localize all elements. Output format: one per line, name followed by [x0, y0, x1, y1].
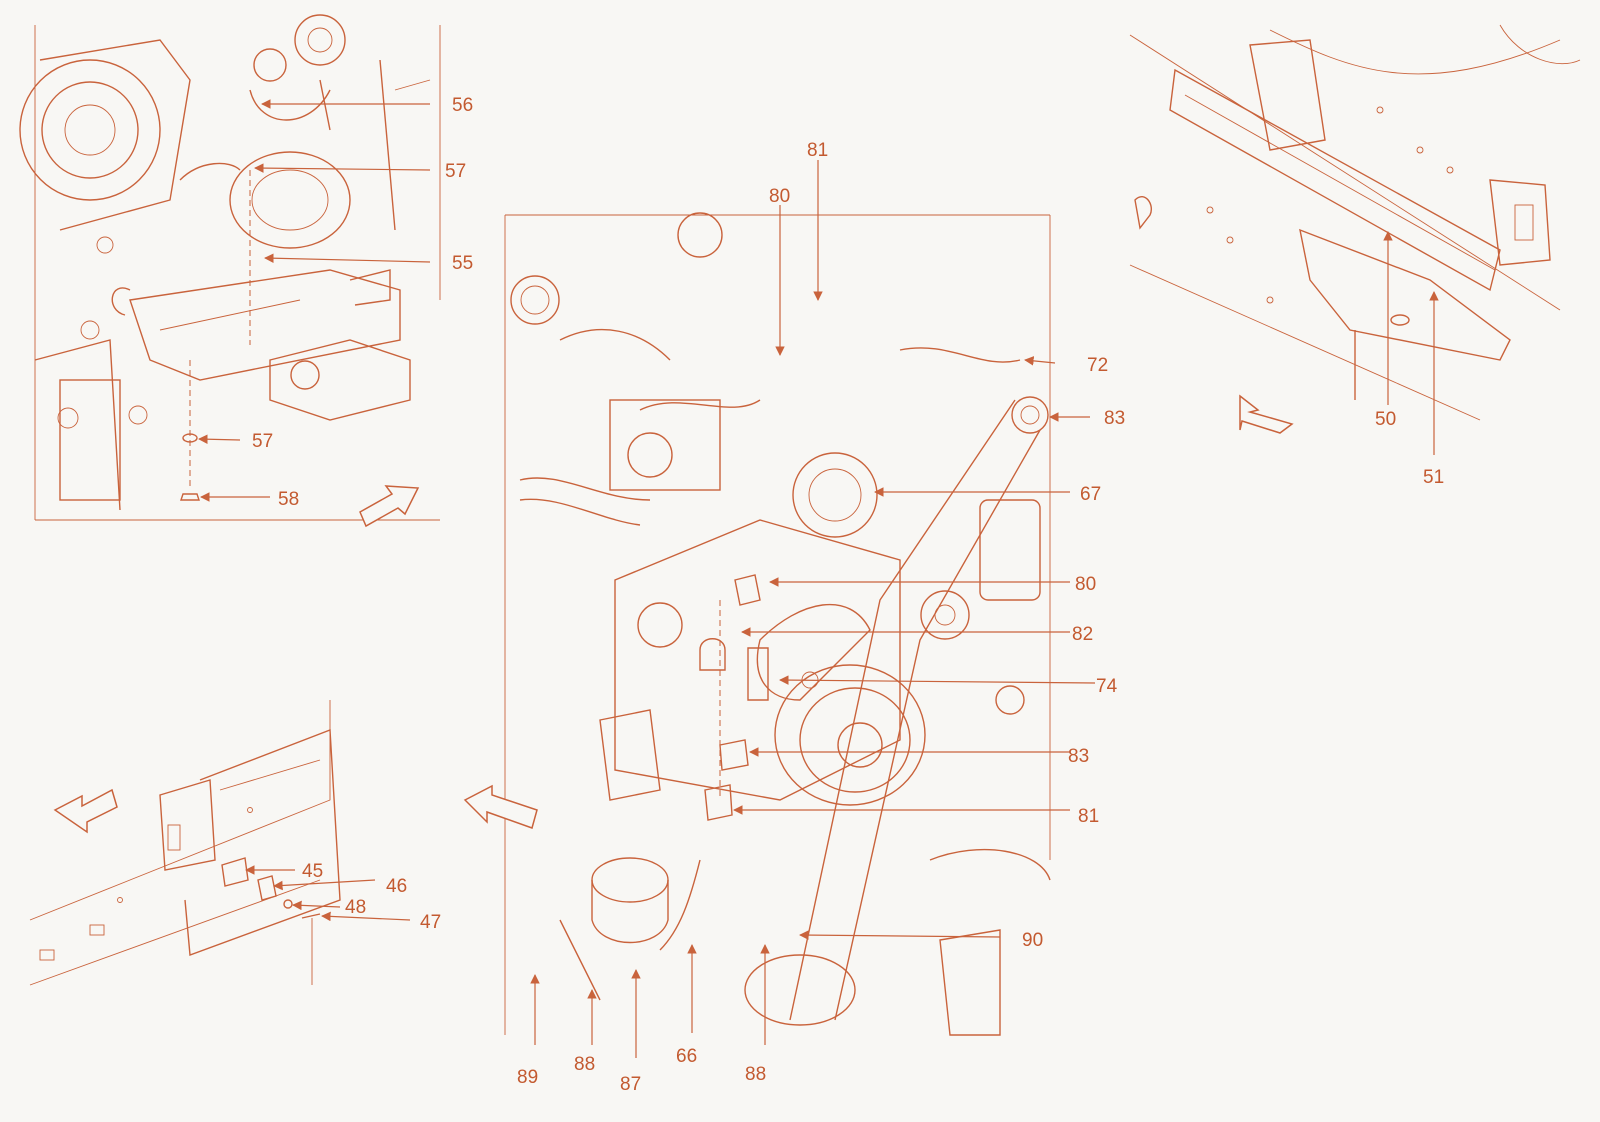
orientation-block-arrow-icon [53, 788, 118, 834]
callout-55: 55 [452, 253, 473, 274]
orientation-block-arrow-icon [359, 485, 420, 528]
callout-83-top: 83 [1104, 408, 1125, 429]
callout-57-washer: 57 [252, 431, 273, 452]
callout-82: 82 [1072, 624, 1093, 645]
callout-67: 67 [1080, 484, 1101, 505]
orientation-block-arrow-icon [1239, 394, 1294, 434]
callout-56: 56 [452, 95, 473, 116]
callout-80-top: 80 [769, 186, 790, 207]
callout-57: 57 [445, 161, 466, 182]
panel-center-engine: 81 80 72 83 67 80 82 74 83 81 90 89 88 8… [463, 140, 1125, 1095]
callout-47: 47 [420, 912, 441, 933]
callout-50: 50 [1375, 409, 1396, 430]
panel-top-left-engine: 56 57 55 57 58 [19, 14, 473, 528]
callout-81-top: 81 [807, 140, 828, 161]
callout-80-mid: 80 [1075, 574, 1096, 595]
callout-45: 45 [302, 861, 323, 882]
callout-46: 46 [386, 876, 407, 897]
callout-83-mid: 83 [1068, 746, 1089, 767]
panel-top-right-rail: 50 51 [1129, 24, 1581, 488]
callout-88-right: 88 [745, 1064, 766, 1085]
panel-bottom-left-bracket: 45 46 48 47 [29, 700, 441, 986]
callout-72: 72 [1087, 355, 1108, 376]
callout-51: 51 [1423, 467, 1444, 488]
callout-89: 89 [517, 1067, 538, 1088]
callout-66: 66 [676, 1046, 697, 1067]
callout-88-left: 88 [574, 1054, 595, 1075]
callout-58: 58 [278, 489, 299, 510]
callout-90: 90 [1022, 930, 1043, 951]
callout-81-mid: 81 [1078, 806, 1099, 827]
callout-74: 74 [1096, 676, 1118, 697]
callout-48: 48 [345, 897, 366, 918]
orientation-block-arrow-icon [463, 784, 538, 829]
callout-87: 87 [620, 1074, 641, 1095]
